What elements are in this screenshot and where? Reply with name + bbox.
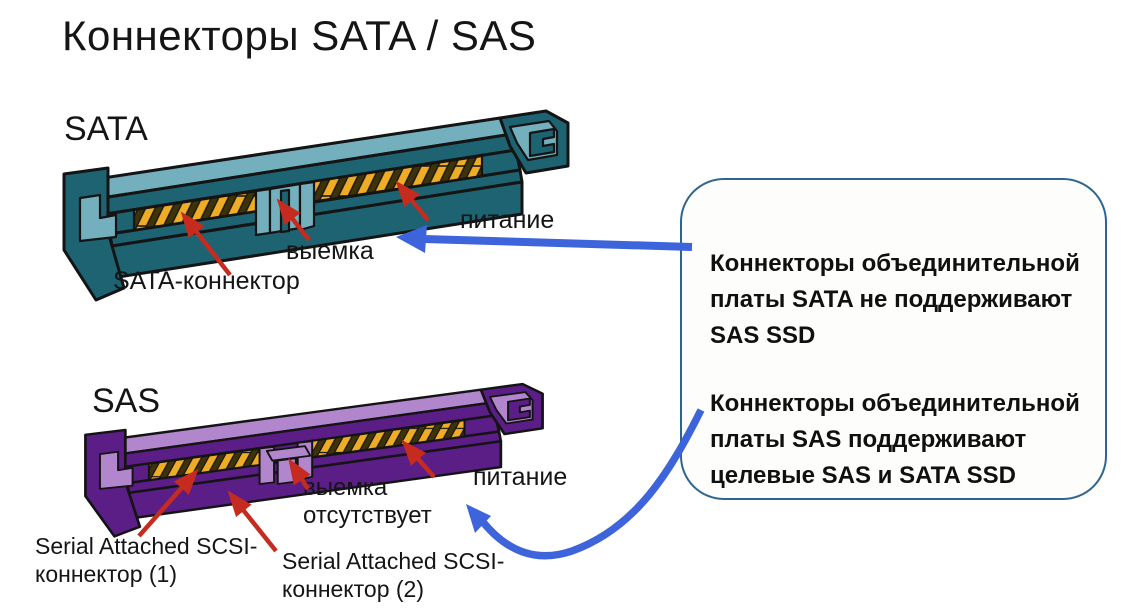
label-sas-connector-2: Serial Attached SCSI-коннектор (2) [282,548,505,602]
label-sas-notch-absent: выемка отсутствует [303,474,432,529]
callout-box: Коннекторы объединительной платы SATA не… [680,178,1107,500]
callout-note-sas: Коннекторы объединительной платы SAS под… [710,390,1080,489]
label-sata-notch: выемка [286,237,374,265]
sata-section-label: SATA [64,110,148,148]
page-title: Коннекторы SATA / SAS [62,12,537,59]
label-sata-connector: SATA-коннектор [113,267,300,295]
label-sata-power: питание [460,206,555,234]
right-end-cap [498,109,570,175]
notch-gap [254,180,316,237]
label-sas-connector-1: Serial Attached SCSI-коннектор (1) [35,533,258,587]
left-end-cap [62,166,126,302]
sas-section-label: SAS [92,382,161,420]
label-sas-power: питание [473,463,568,491]
callout-note-sata: Коннекторы объединительной платы SATA не… [710,250,1080,349]
